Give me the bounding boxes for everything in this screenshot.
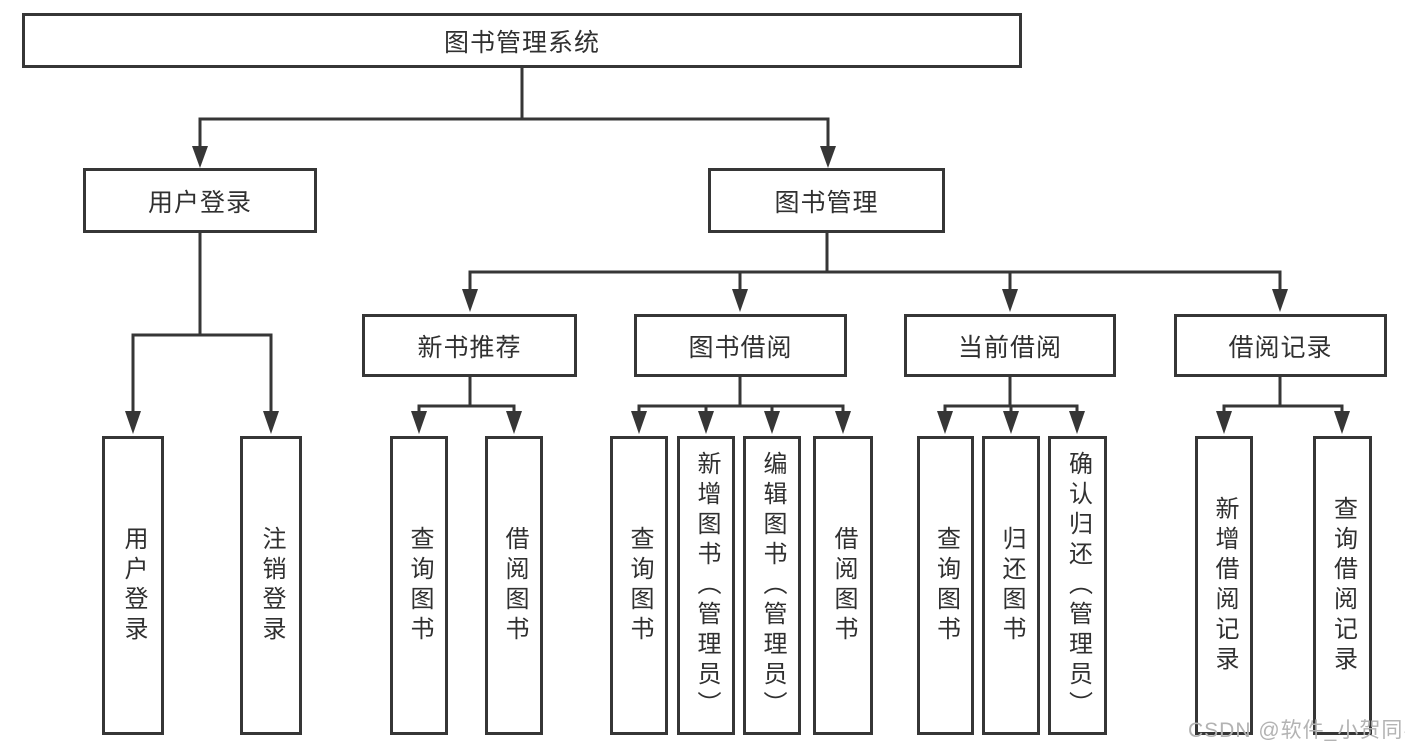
leaf-query-books-1: 查询图书 (390, 436, 448, 735)
arrowhead (411, 411, 427, 434)
node-current-borrow-label: 当前借阅 (957, 333, 1062, 362)
arrowhead (1069, 411, 1085, 434)
arrowhead (263, 411, 279, 434)
arrowhead (1216, 411, 1232, 434)
leaf-return-books-label: 归还图书 (998, 525, 1025, 646)
node-book-management-label: 图书管理 (774, 188, 879, 217)
leaf-query-books-3-label: 查询图书 (932, 525, 960, 646)
connector-borrow-leaves (637, 377, 845, 413)
leaf-confirm-return-admin: 确认归还（管理员） (1048, 436, 1107, 735)
arrowhead (937, 411, 953, 434)
arrowhead (125, 411, 141, 434)
leaf-add-books-admin-label: 新增图书（管理员） (693, 450, 720, 721)
arrowhead (631, 411, 647, 434)
leaf-borrow-books-2-label: 借阅图书 (830, 525, 857, 646)
connector-records-leaves (1222, 377, 1344, 413)
arrowhead (820, 146, 836, 168)
node-book-borrow-label: 图书借阅 (688, 333, 793, 362)
node-root-label: 图书管理系统 (443, 28, 600, 57)
arrowhead (764, 411, 780, 434)
node-user-login-label: 用户登录 (147, 188, 252, 217)
node-root: 图书管理系统 (22, 13, 1022, 68)
leaf-borrow-books-1: 借阅图书 (485, 436, 543, 735)
leaf-return-books: 归还图书 (982, 436, 1040, 735)
leaf-borrow-books-1-label: 借阅图书 (501, 525, 528, 646)
connector-current-leaves (943, 377, 1079, 413)
arrowhead (1003, 411, 1019, 434)
leaf-edit-books-admin-label: 编辑图书（管理员） (759, 450, 786, 721)
leaf-query-books-2: 查询图书 (610, 436, 668, 735)
leaf-user-login-label: 用户登录 (120, 525, 147, 646)
connector-root-level2 (198, 67, 830, 148)
watermark: CSDN @软件_小贺同学 (1188, 719, 1405, 742)
arrowhead (698, 411, 714, 434)
arrowhead (506, 411, 522, 434)
node-current-borrow: 当前借阅 (904, 314, 1116, 377)
arrowhead (835, 411, 851, 434)
leaf-query-borrow-record-label: 查询借阅记录 (1329, 495, 1357, 676)
arrowhead (192, 146, 208, 168)
leaf-query-borrow-record: 查询借阅记录 (1313, 436, 1372, 735)
connector-recommend-leaves (417, 377, 516, 413)
arrowhead (1002, 289, 1018, 312)
arrowhead (732, 289, 748, 312)
node-borrow-records-label: 借阅记录 (1228, 333, 1333, 362)
node-borrow-records: 借阅记录 (1174, 314, 1387, 377)
leaf-edit-books-admin: 编辑图书（管理员） (743, 436, 801, 735)
leaf-confirm-return-admin-label: 确认归还（管理员） (1064, 450, 1092, 721)
node-book-management: 图书管理 (708, 168, 945, 233)
leaf-add-books-admin: 新增图书（管理员） (677, 436, 735, 735)
connector-login-leaves (131, 233, 273, 412)
leaf-logout-label: 注销登录 (258, 525, 285, 646)
leaf-query-books-3: 查询图书 (917, 436, 974, 735)
leaf-add-borrow-record: 新增借阅记录 (1195, 436, 1253, 735)
leaf-logout: 注销登录 (240, 436, 302, 735)
leaf-borrow-books-2: 借阅图书 (813, 436, 873, 735)
node-book-borrow: 图书借阅 (634, 314, 847, 377)
leaf-user-login: 用户登录 (102, 436, 164, 735)
connector-mgmt-level3 (468, 233, 1282, 290)
arrowhead (1272, 289, 1288, 312)
node-new-book-recommend: 新书推荐 (362, 314, 577, 377)
leaf-query-books-2-label: 查询图书 (626, 525, 653, 646)
node-new-book-recommend-label: 新书推荐 (417, 333, 522, 362)
leaf-add-borrow-record-label: 新增借阅记录 (1211, 495, 1238, 676)
arrowhead (1334, 411, 1350, 434)
arrowhead (462, 289, 478, 312)
leaf-query-books-1-label: 查询图书 (406, 525, 433, 646)
node-user-login: 用户登录 (83, 168, 317, 233)
